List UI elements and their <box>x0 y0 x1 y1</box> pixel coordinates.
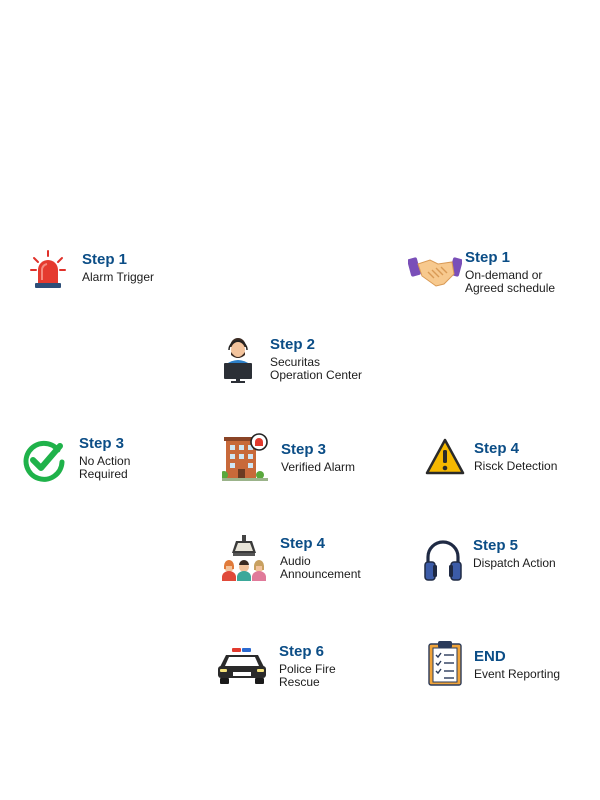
handshake-icon <box>408 257 462 287</box>
step-description: Police Fire Rescue <box>279 662 336 689</box>
step-label: Step 2 <box>270 336 316 353</box>
building-alarm-icon <box>222 433 268 481</box>
step-label: Step 4 <box>280 535 326 552</box>
warning-triangle-icon <box>425 438 465 475</box>
step-label: Step 6 <box>279 643 325 660</box>
step-label: Step 1 <box>82 251 128 268</box>
step-label: Step 4 <box>474 440 520 457</box>
step-description: Risck Detection <box>474 459 558 473</box>
siren-icon <box>30 250 66 288</box>
step-description: No Action Required <box>79 454 131 481</box>
step-description: Dispatch Action <box>473 556 556 570</box>
step-label: Step 1 <box>465 249 511 266</box>
police-car-icon <box>218 648 266 684</box>
check-circle-icon <box>23 440 65 482</box>
step-description: Verified Alarm <box>281 460 356 474</box>
step-description: Audio Announcement <box>280 554 361 581</box>
headphones-icon <box>424 540 462 581</box>
step-description: Event Reporting <box>474 667 561 681</box>
step-description: On-demand or Agreed schedule <box>465 268 556 295</box>
operator-headset-icon <box>224 338 252 383</box>
clipboard-checklist-icon <box>428 641 462 686</box>
step-label: END <box>474 648 506 665</box>
step-label: Step 5 <box>473 537 519 554</box>
step-description: Securitas Operation Center <box>270 355 363 382</box>
step-description: Alarm Trigger <box>82 270 155 284</box>
step-label: Step 3 <box>281 441 327 458</box>
loudspeaker-people-icon <box>222 535 266 581</box>
step-label: Step 3 <box>79 435 125 452</box>
